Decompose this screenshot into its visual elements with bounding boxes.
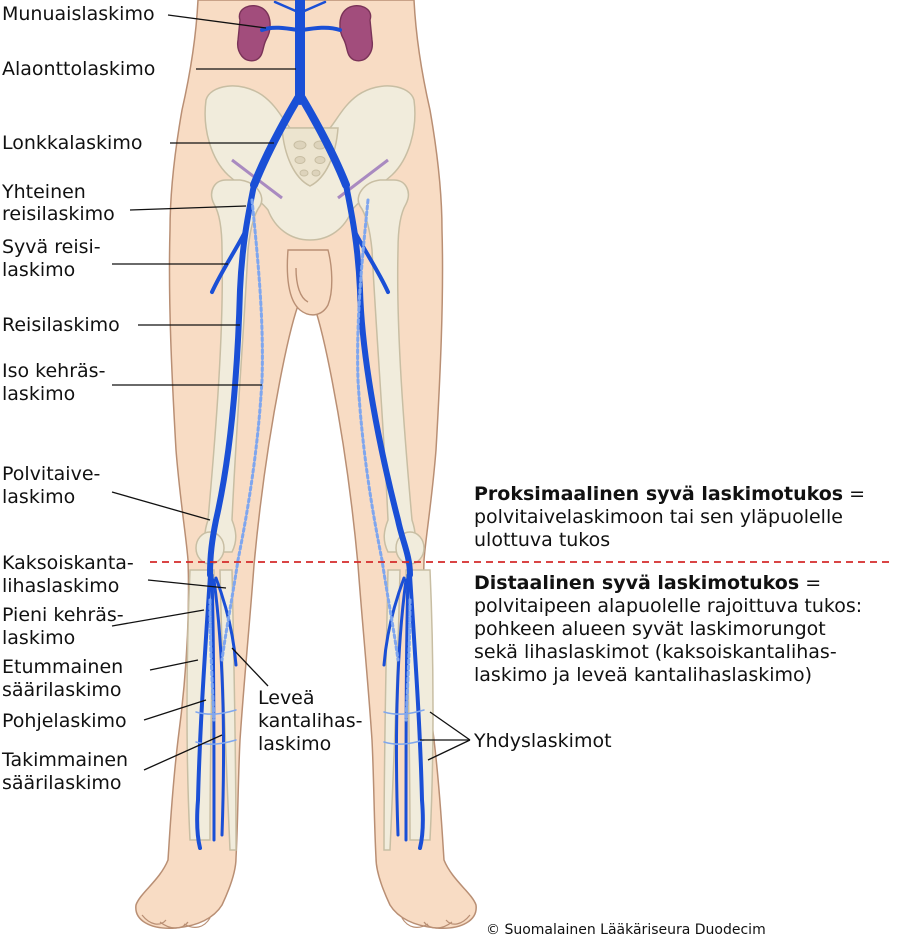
distal-title: Distaalinen syvä laskimotukos xyxy=(474,572,799,594)
label-pieni-1: Pieni kehräs- xyxy=(2,604,124,626)
label-iso-2: laskimo xyxy=(2,383,75,405)
distal-line-1: polvitaipeen alapuolelle rajoittuva tuko… xyxy=(474,595,862,617)
label-yhteinen-1: Yhteinen xyxy=(1,181,86,203)
leader-levea xyxy=(231,647,269,687)
label-munuaislaskimo: Munuaislaskimo xyxy=(2,3,155,25)
label-iso-1: Iso kehräs- xyxy=(2,360,105,382)
distal-line-4: laskimo ja leveä kantalihaslaskimo) xyxy=(474,664,812,686)
label-levea-2: kantalihas- xyxy=(258,710,362,732)
label-etum-2: säärilaskimo xyxy=(2,679,122,701)
label-yhteinen-2: reisilaskimo xyxy=(2,203,115,225)
sacrum-dots xyxy=(293,140,327,177)
label-kaksois-1: Kaksoiskanta- xyxy=(2,552,134,574)
label-syva-1: Syvä reisi- xyxy=(2,236,101,258)
label-takim-1: Takimmainen xyxy=(1,749,128,771)
proximal-line-2: ulottuva tukos xyxy=(474,529,610,551)
copyright-text: © Suomalainen Lääkäriseura Duodecim xyxy=(486,922,766,938)
leader-takim xyxy=(143,734,223,771)
label-pieni-2: laskimo xyxy=(2,627,75,649)
anatomy-labels: Munuaislaskimo Alaonttolaskimo Lonkkalas… xyxy=(1,3,612,794)
toes xyxy=(141,914,471,929)
leader-munuaislaskimo xyxy=(167,14,267,29)
label-etum-1: Etummainen xyxy=(2,656,123,678)
proximal-title: Proksimaalinen syvä laskimotukos xyxy=(474,483,843,505)
label-lonkkalaskimo: Lonkkalaskimo xyxy=(2,132,142,154)
distal-equals: = xyxy=(799,572,821,594)
label-kaksois-2: lihaslaskimo xyxy=(2,575,119,597)
label-alaonttolaskimo: Alaonttolaskimo xyxy=(2,58,155,80)
genitals xyxy=(286,249,333,316)
leader-etum xyxy=(149,659,199,671)
label-yhdyslaskimot: Yhdyslaskimot xyxy=(473,730,612,752)
info-text: Proksimaalinen syvä laskimotukos = polvi… xyxy=(474,483,865,686)
label-polvitaive-1: Polvitaive- xyxy=(2,463,100,485)
label-polvitaive-2: laskimo xyxy=(2,486,75,508)
leader-yhdys-3 xyxy=(427,739,471,761)
distal-line-2: pohkeen alueen syvät laskimorungot xyxy=(474,618,826,640)
kidneys xyxy=(237,4,373,62)
label-takim-2: säärilaskimo xyxy=(2,772,122,794)
proximal-line-1: polvitaivelaskimoon tai sen yläpuolelle xyxy=(474,506,843,528)
proximal-equals: = xyxy=(843,483,865,505)
label-levea-1: Leveä xyxy=(258,687,315,709)
superficial-veins xyxy=(208,198,412,722)
leader-polvitaive xyxy=(111,491,211,521)
distal-heading: Distaalinen syvä laskimotukos = xyxy=(474,572,821,594)
veins xyxy=(195,0,425,850)
label-syva-2: laskimo xyxy=(2,259,75,281)
leader-pieni xyxy=(111,609,205,627)
label-pohjelaskimo: Pohjelaskimo xyxy=(2,710,127,732)
proximal-heading: Proksimaalinen syvä laskimotukos = xyxy=(474,483,865,505)
label-reisilaskimo: Reisilaskimo xyxy=(2,314,120,336)
leader-lines xyxy=(111,14,471,771)
label-levea-3: laskimo xyxy=(258,733,331,755)
leader-pohje xyxy=(143,699,207,721)
leader-yhteinen xyxy=(129,205,247,211)
distal-line-3: sekä lihaslaskimot (kaksoiskantalihas- xyxy=(474,641,837,663)
leader-yhdys-1 xyxy=(429,711,471,741)
leader-kaksois xyxy=(147,579,227,589)
